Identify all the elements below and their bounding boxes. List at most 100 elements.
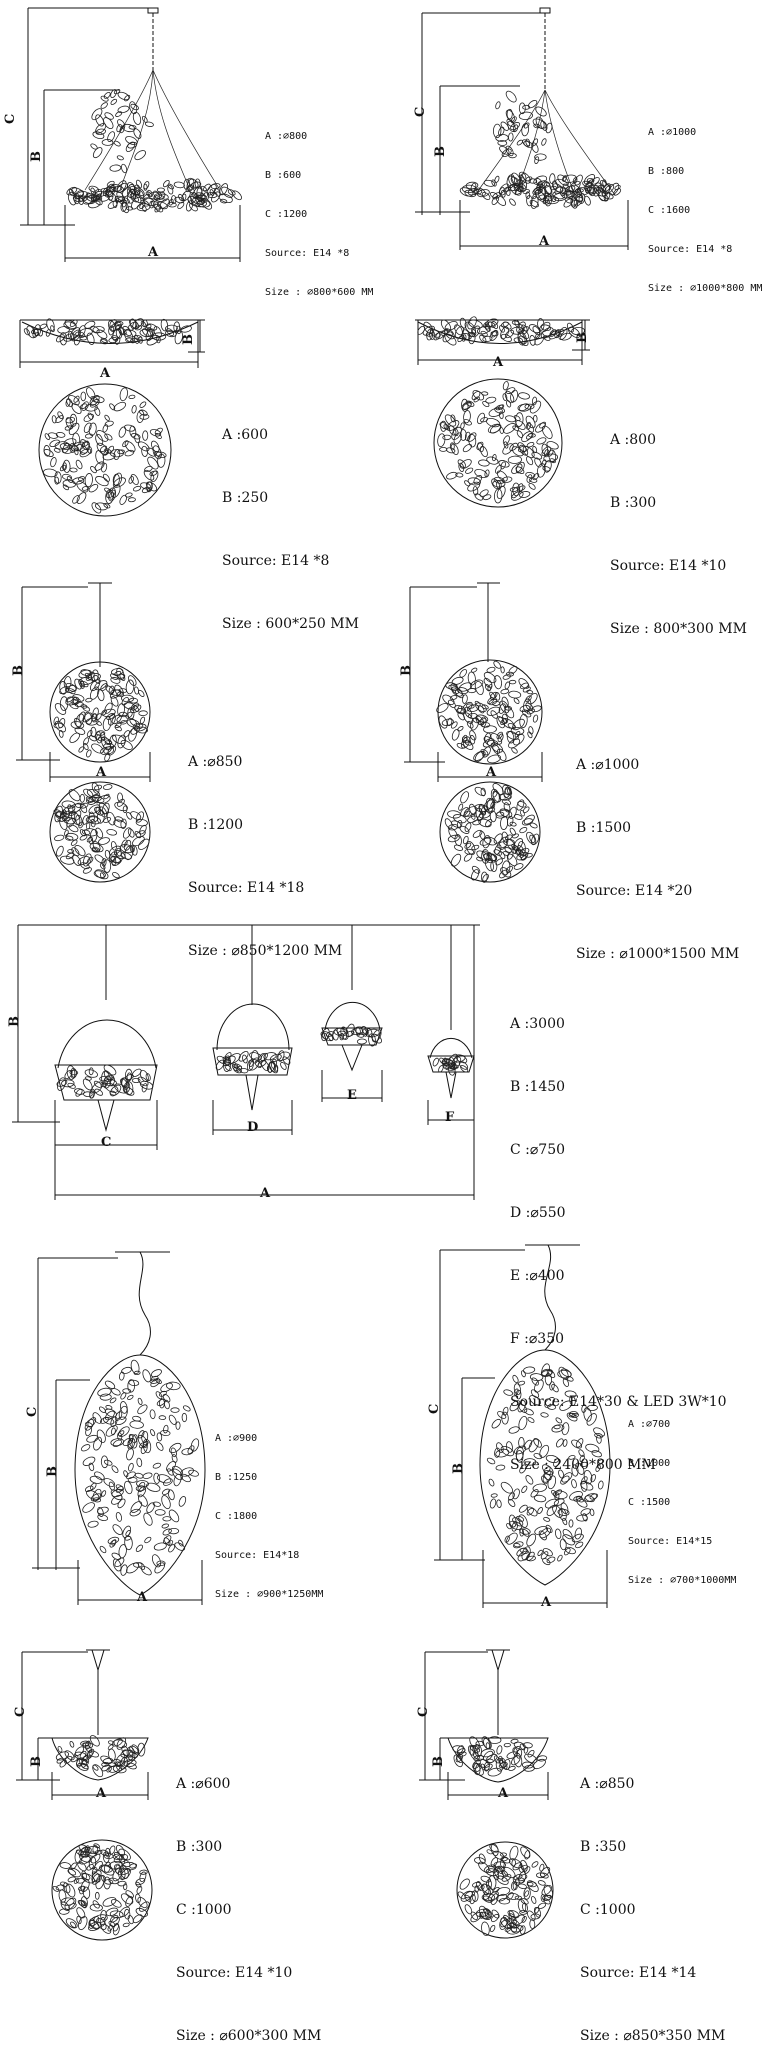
crystal-petal [153,1472,161,1484]
spec-line: Source: E14 *8 [265,248,350,259]
crystal-petal [188,1469,199,1477]
crystal-petal [126,1072,132,1081]
crystal-petal [445,1063,453,1069]
crystal-petal [102,1851,110,1863]
crystal-petal [72,495,80,504]
crystal-petal [496,811,505,817]
crystal-petal [495,858,504,866]
crystal-petal [137,1494,148,1507]
crystal-petal [110,1899,122,1908]
crystal-petal [108,851,118,863]
crystal-petal [521,818,534,826]
crystal-petal [582,1513,588,1522]
crystal-petal [456,1754,463,1764]
crystal-petal [569,1395,576,1406]
crystal-petal [496,841,508,849]
crystal-petal [79,834,88,841]
crystal-petal [522,104,531,110]
crystal-petal [127,1394,134,1400]
crystal-petal [78,1916,88,1931]
spec-line: A :⌀900 [215,1433,258,1444]
spec-line: Size : ⌀900*1250MM [215,1589,324,1600]
crystal-petal [97,689,105,702]
crystal-petal [89,1903,103,1912]
crystal-petal [576,1514,588,1522]
drawing-chandelier-2: C B A [413,7,629,250]
crystal-petal [106,713,115,720]
crystal-petal [480,1763,486,1771]
crystal-petal [104,849,111,859]
crystal-petal [482,1895,493,1903]
crystal-petal [118,711,128,718]
crystal-petal [115,1486,124,1493]
crystal-petal [111,1552,122,1560]
crystal-petal [494,406,506,414]
crystal-petal [50,457,57,468]
crystal-petal [132,723,144,730]
crystal-petal [528,726,534,735]
spec-line: A :⌀800 [265,131,308,142]
crystal-petal [507,183,521,191]
crystal-petal [154,427,163,435]
crystal-petal [464,321,477,335]
crystal-petal [480,871,488,883]
crystal-petal [195,200,207,208]
crystal-petal [371,1033,382,1044]
crystal-petal [459,825,470,834]
crystal-petal [448,827,458,840]
crystal-petal [99,1917,106,1927]
crystal-petal [167,1540,174,1546]
crystal-petal [483,672,497,684]
crystal-petal [135,830,146,838]
crystal-petal [180,1473,191,1483]
crystal-cluster [436,660,542,764]
crystal-petal [469,1894,476,1905]
crystal-petal [93,870,106,879]
crystal-petal [574,174,583,186]
spec-line: C :1000 [580,1902,636,1918]
crystal-petal [568,1519,574,1528]
crystal-petal [95,713,102,721]
crystal-petal [535,178,543,187]
crystal-petal [69,1069,79,1076]
crystal-petal [90,195,98,202]
crystal-petal [135,1877,146,1886]
crystal-petal [68,789,81,802]
crystal-petal [485,797,494,812]
crystal-petal [486,1457,496,1465]
crystal-petal [496,748,507,762]
crystal-petal [125,1074,134,1080]
crystal-petal [586,182,596,197]
crystal-cluster [437,381,559,504]
crystal-petal [161,1495,171,1510]
crystal-petal [539,421,547,429]
crystal-petal [131,405,137,414]
crystal-petal [475,715,485,726]
crystal-cluster [55,1735,146,1778]
crystal-petal [49,439,60,448]
crystal-petal [547,1404,557,1410]
crystal-petal [438,1065,444,1073]
crystal-petal [162,180,170,188]
crystal-petal [112,1558,122,1572]
crystal-petal [139,401,147,408]
crystal-petal [501,718,515,729]
crystal-petal [137,1481,146,1493]
crystal-petal [498,411,504,420]
crystal-petal [450,414,456,423]
crystal-petal [108,1877,119,1885]
spec-line: A :⌀850 [580,1776,635,1792]
crystal-petal [520,1898,529,1905]
crystal-petal [136,1480,149,1488]
drawing-chandelier-1: C B A [3,7,241,262]
crystal-petal [458,682,473,692]
crystal-petal [137,1076,149,1087]
crystal-petal [137,1562,146,1570]
crystal-petal [149,470,158,477]
crystal-petal [449,695,458,701]
spec-line: C :1800 [215,1511,258,1522]
crystal-petal [81,1873,95,1884]
crystal-petal [69,732,80,743]
crystal-petal [586,178,595,183]
crystal-petal [535,116,545,129]
